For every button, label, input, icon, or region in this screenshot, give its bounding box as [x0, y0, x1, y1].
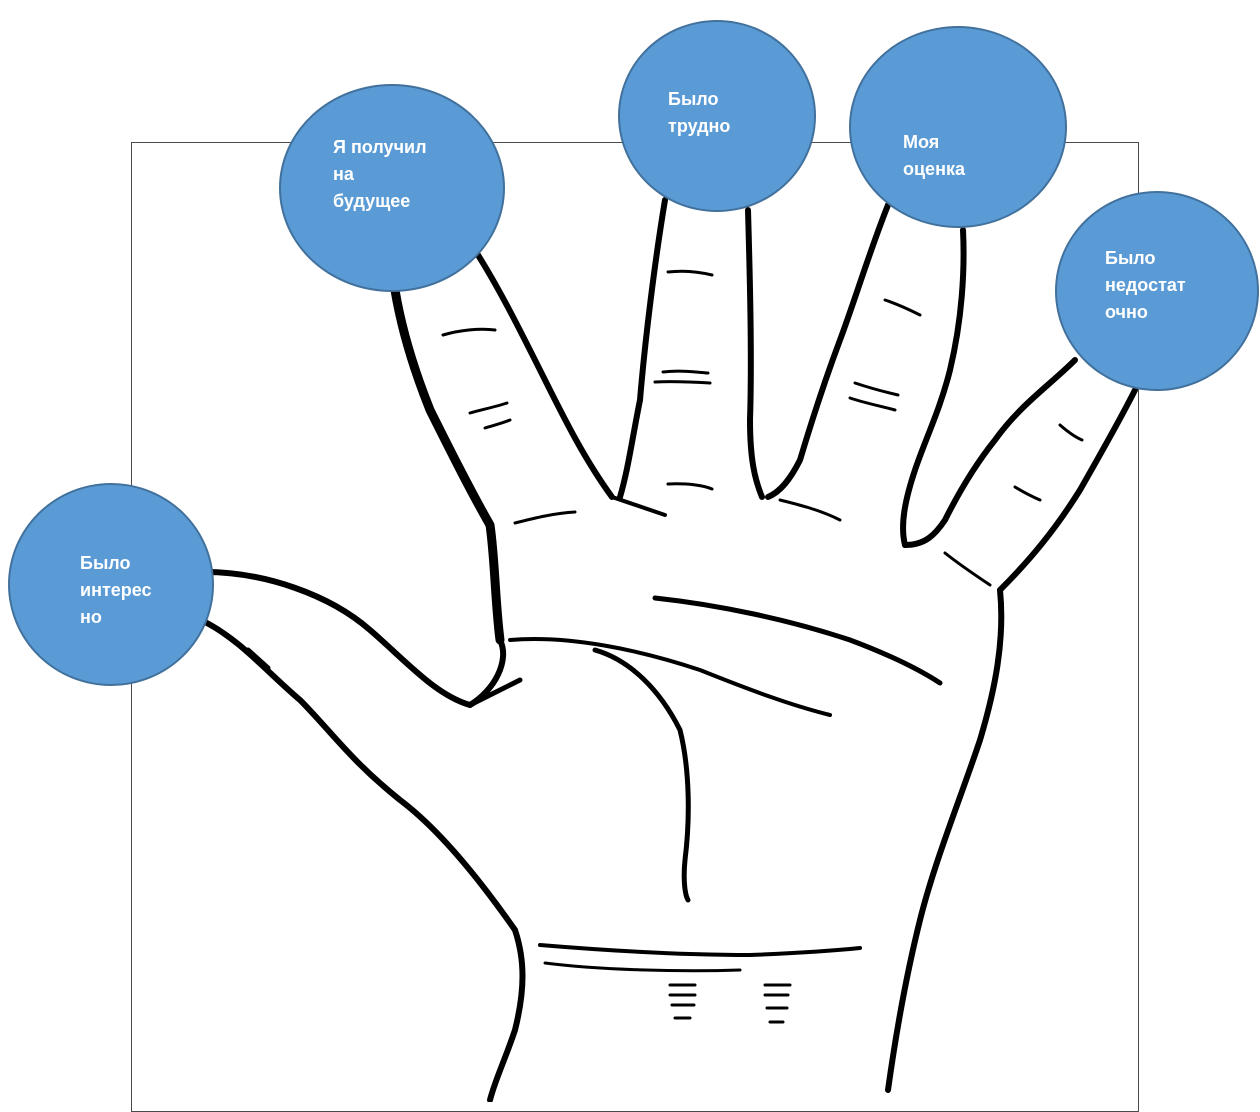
bubble-assessment-label: Моя оценка: [903, 129, 965, 183]
bubble-interesting-label: Было интерес но: [80, 550, 152, 631]
bubble-difficult-label: Было трудно: [668, 86, 730, 140]
index-finger-left: [395, 290, 500, 640]
index-finger-right: [478, 255, 612, 497]
ring-finger-left: [768, 205, 888, 497]
bubble-difficult: Было трудно: [618, 20, 816, 212]
thumb-outline-bottom: [205, 622, 523, 1100]
middle-finger-left: [620, 200, 665, 497]
bubble-assessment: Моя оценка: [849, 26, 1067, 228]
bubble-insufficient: Было недостат очно: [1055, 191, 1259, 391]
middle-finger-right: [748, 210, 762, 497]
bubble-insufficient-label: Было недостат очно: [1105, 245, 1186, 326]
bubble-future: Я получил на будущее: [279, 84, 505, 292]
bubble-interesting: Было интерес но: [8, 483, 214, 686]
thumb-outline-top: [205, 572, 503, 705]
bubble-future-label: Я получил на будущее: [333, 134, 427, 215]
little-finger-left: [905, 360, 1075, 545]
